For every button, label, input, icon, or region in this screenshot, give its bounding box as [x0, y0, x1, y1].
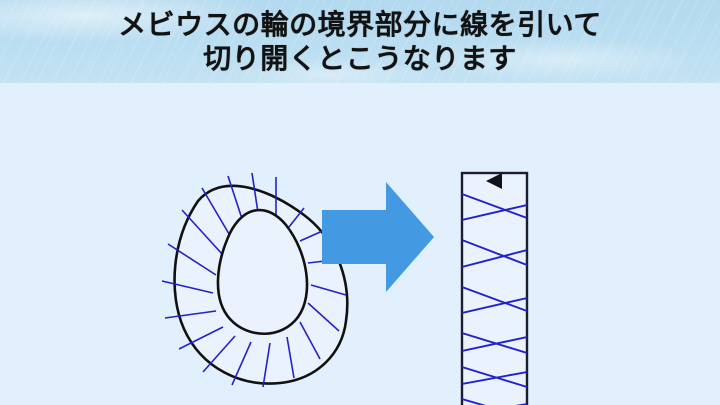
strip-hatch-line — [462, 239, 527, 266]
title-line-1: メビウスの輪の境界部分に線を引いて — [118, 9, 602, 40]
strip-hatch-line — [462, 371, 527, 385]
mobius-hatch-line — [299, 321, 321, 360]
strip-top-arrow-icon — [486, 173, 502, 189]
strip-hatch-line — [462, 398, 486, 405]
right-arrow-figure — [322, 182, 434, 292]
strip-hatch-line — [462, 193, 527, 219]
mobius-hatch-line — [201, 187, 233, 240]
mobius-hatch-line — [310, 284, 347, 296]
strip-hatch-group — [462, 193, 527, 405]
strip-hatch-line — [462, 204, 527, 221]
strip-hatch-line — [462, 286, 527, 312]
cut-open-strip-figure — [460, 171, 529, 405]
title-line-2: 切り開くとこうなります — [203, 43, 517, 74]
page-title: メビウスの輪の境界部分に線を引いて 切り開くとこうなります — [0, 0, 720, 83]
mobius-hatch-line — [178, 326, 224, 350]
strip-hatch-line — [462, 336, 527, 352]
strip-hatch-line — [462, 366, 527, 388]
mobius-hatch-line — [307, 302, 340, 332]
mobius-inner-edge — [216, 208, 309, 336]
mobius-hatch-line — [167, 243, 217, 276]
mobius-hatch-line — [231, 341, 252, 386]
mobius-hatch-line — [286, 336, 295, 379]
mobius-hatch-line — [288, 207, 305, 228]
mobius-hatch-line — [161, 280, 214, 294]
mobius-hatch-line — [181, 209, 224, 256]
strip-hatch-line — [462, 332, 527, 354]
mobius-hatch-line — [202, 335, 236, 373]
strip-hatch-line — [462, 297, 527, 314]
mobius-hatch-line — [164, 310, 217, 319]
strip-hatch-line — [462, 249, 527, 268]
figure-area — [0, 83, 720, 405]
mobius-hatch-line — [262, 342, 271, 388]
mobius-band-figure — [161, 172, 349, 388]
right-arrow-icon — [322, 182, 434, 292]
